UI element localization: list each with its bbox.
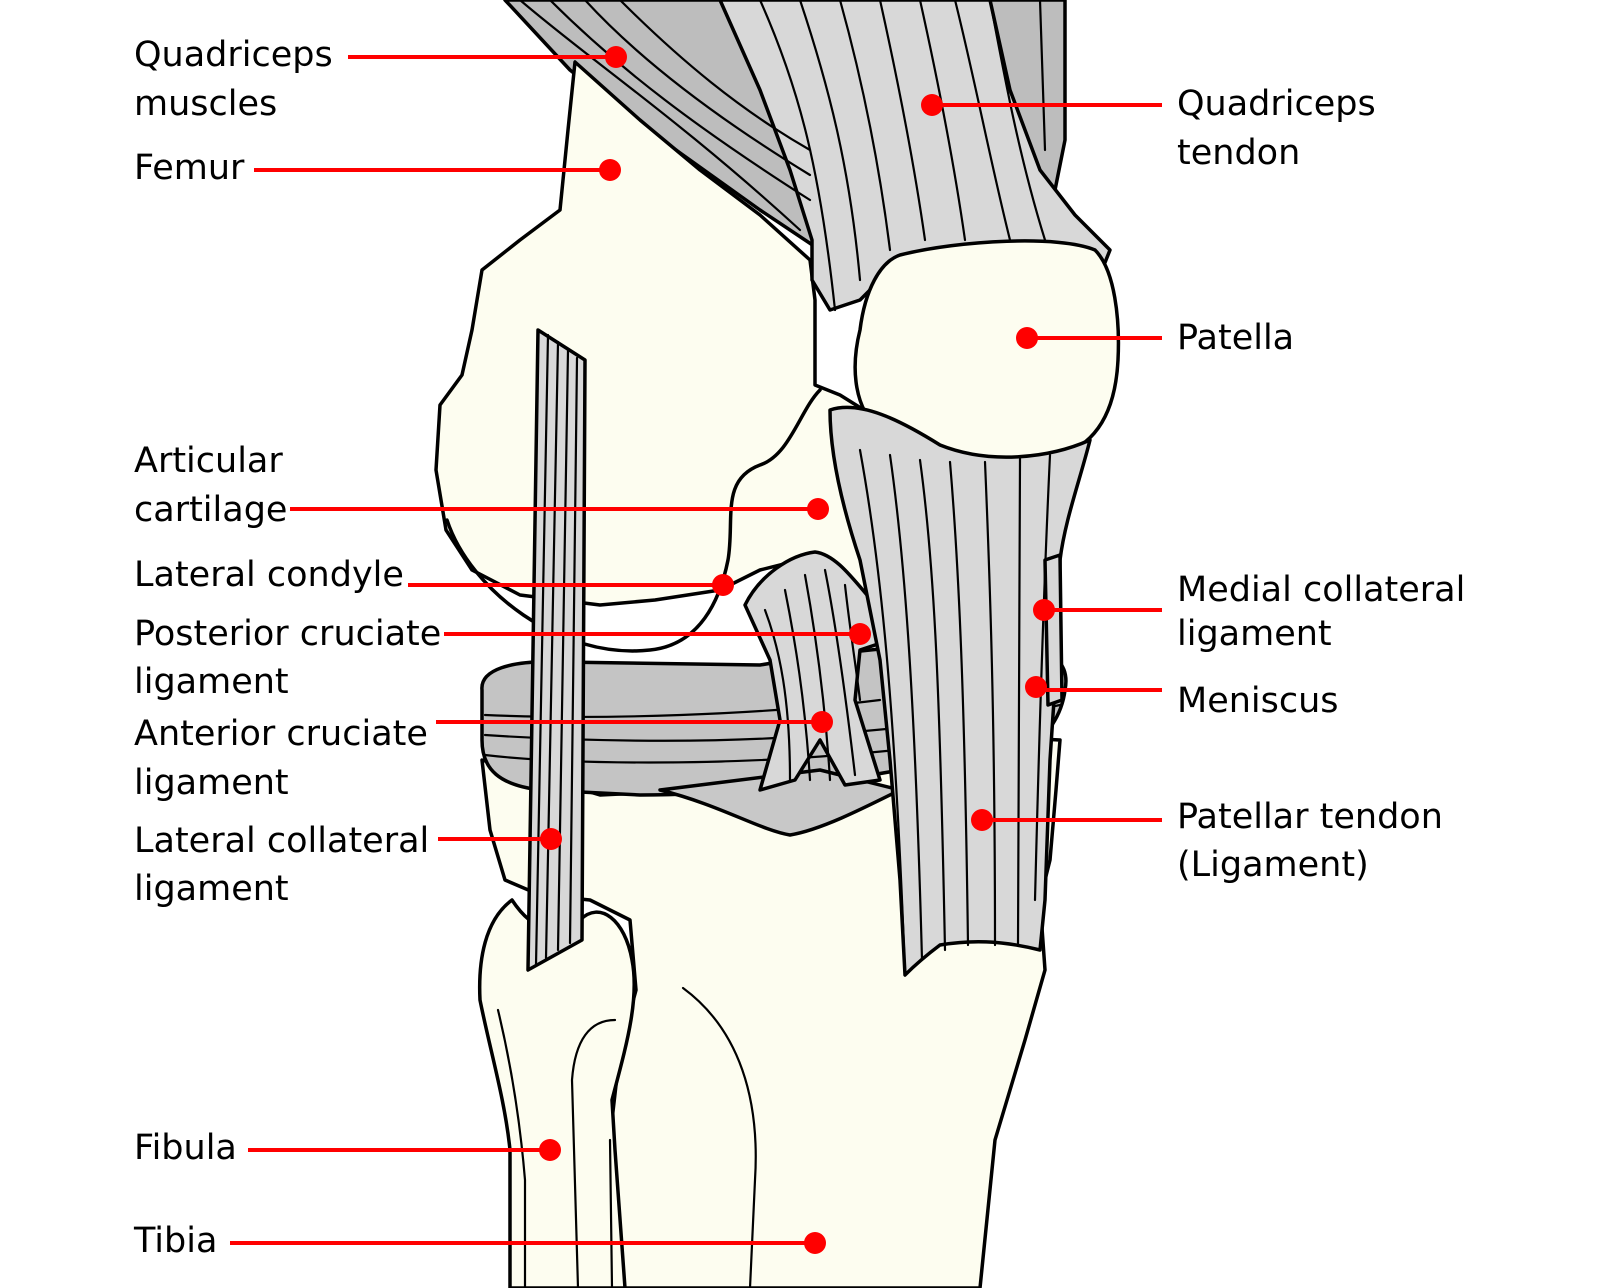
label-line: Medial collateral	[1177, 570, 1465, 610]
marker-dot	[1016, 327, 1038, 349]
label-articular-cartilage: Articular cartilage	[134, 441, 829, 530]
label-line: tendon	[1177, 133, 1300, 173]
label-line: Meniscus	[1177, 681, 1339, 721]
marker-dot	[849, 623, 871, 645]
label-lateral-condyle: Lateral condyle	[134, 555, 734, 596]
label-line: Quadriceps	[1177, 84, 1376, 124]
patellar-tendon-fibers	[858, 448, 1052, 977]
label-quadriceps-tendon: Quadriceps tendon	[921, 84, 1376, 173]
label-line: cartilage	[134, 490, 287, 530]
label-anterior-cruciate-ligament: Anterior cruciate ligament	[134, 711, 833, 803]
marker-dot	[540, 828, 562, 850]
marker-dot	[1025, 676, 1047, 698]
labels-right: Quadriceps tendon Patella Medial collate…	[921, 84, 1465, 885]
tibia-detail-line	[681, 986, 757, 1288]
marker-dot	[804, 1232, 826, 1254]
medial-collateral-ligament-shape	[1043, 553, 1064, 707]
marker-dot	[807, 498, 829, 520]
cruciate-fibers	[763, 568, 862, 782]
marker-dot	[971, 809, 993, 831]
label-femur: Femur	[134, 148, 621, 188]
fibula-detail-line-2	[570, 1018, 617, 1288]
quadriceps-fibers	[518, 0, 1047, 312]
label-line: Patellar tendon	[1177, 797, 1443, 837]
label-tibia: Tibia	[133, 1221, 826, 1261]
label-meniscus: Meniscus	[1025, 676, 1339, 721]
label-line: Anterior cruciate	[134, 714, 428, 754]
lcl-fibers	[534, 333, 579, 967]
cruciate-ligament-shape	[743, 550, 892, 792]
label-line: muscles	[134, 84, 277, 124]
labels-left: Quadriceps muscles Femur Articular carti…	[133, 35, 871, 1261]
marker-dot	[712, 574, 734, 596]
label-quadriceps-muscles: Quadriceps muscles	[134, 35, 627, 124]
label-line: Femur	[134, 148, 245, 188]
label-line: ligament	[1177, 614, 1332, 654]
label-line: ligament	[134, 763, 289, 803]
label-line: ligament	[134, 869, 289, 909]
fibula-detail-line	[496, 1008, 527, 1288]
label-lateral-collateral-ligament: Lateral collateral ligament	[134, 821, 562, 909]
knee-illustration	[434, 0, 1121, 1288]
marker-dot	[1033, 599, 1055, 621]
label-line: Tibia	[133, 1221, 217, 1261]
label-patellar-tendon: Patellar tendon (Ligament)	[971, 797, 1443, 885]
marker-dot	[605, 46, 627, 68]
marker-dot	[921, 94, 943, 116]
label-line: Fibula	[134, 1128, 237, 1168]
label-line: ligament	[134, 662, 289, 702]
label-posterior-cruciate-ligament: Posterior cruciate ligament	[134, 614, 871, 702]
label-line: Lateral condyle	[134, 555, 404, 595]
label-line: Articular	[134, 441, 283, 481]
marker-dot	[599, 159, 621, 181]
label-fibula: Fibula	[134, 1128, 561, 1168]
label-medial-collateral-ligament: Medial collateral ligament	[1033, 570, 1465, 654]
label-line: Quadriceps	[134, 35, 333, 75]
tibia-detail-line-2	[608, 1138, 614, 1288]
tibial-plateau-shape	[658, 768, 902, 837]
label-line: Lateral collateral	[134, 821, 429, 861]
label-patella: Patella	[1016, 318, 1294, 358]
marker-dot	[811, 711, 833, 733]
label-line: (Ligament)	[1177, 845, 1369, 885]
marker-dot	[539, 1139, 561, 1161]
label-line: Posterior cruciate	[134, 614, 441, 654]
label-line: Patella	[1177, 318, 1294, 358]
